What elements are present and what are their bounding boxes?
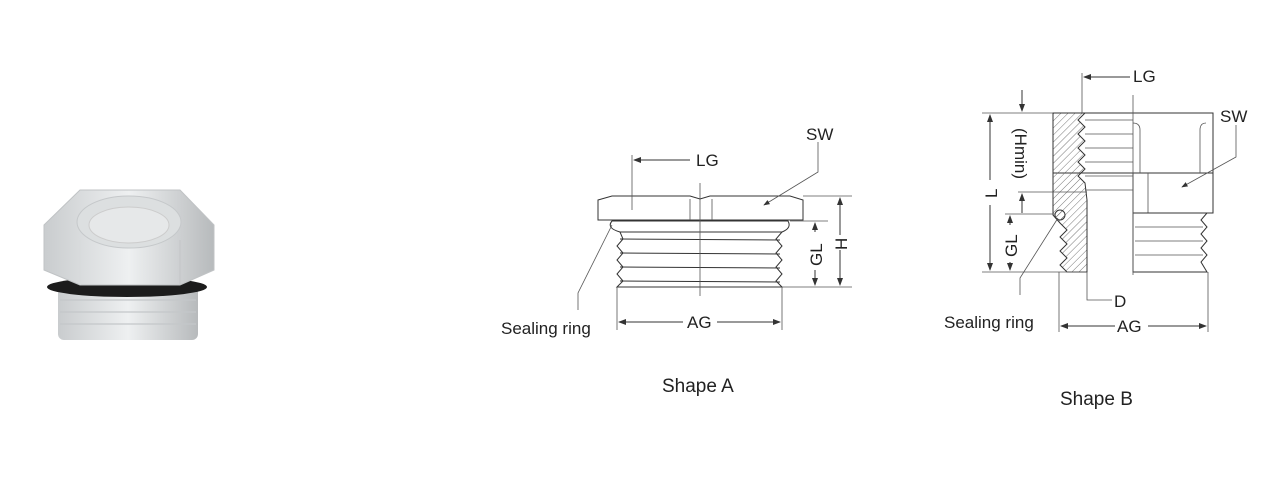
shape-a-sealing-ring-label: Sealing ring (501, 319, 591, 338)
shape-b-l-label: L (982, 189, 1001, 198)
product-photo (43, 189, 215, 340)
shape-a-lg-label: LG (696, 151, 719, 170)
shape-b-d-label: D (1114, 292, 1126, 311)
shape-a-sw-label: SW (806, 125, 833, 144)
shape-b-gl-label: GL (1002, 234, 1021, 257)
shape-b-sw-label: SW (1220, 107, 1247, 126)
sealing-ring-b (1054, 209, 1066, 221)
shape-a-caption: Shape A (662, 376, 734, 397)
shape-a-gl-label: GL (807, 243, 826, 266)
shape-b-lg-label: LG (1133, 67, 1156, 86)
shape-b-caption: Shape B (1060, 389, 1133, 410)
shape-b-ag-label: AG (1117, 317, 1142, 336)
shape-b-hmin-label: (Hmin) (1011, 128, 1030, 179)
shape-b-drawing (982, 73, 1237, 332)
shape-a-h-label: H (832, 238, 851, 250)
shape-a-ag-label: AG (687, 313, 712, 332)
shape-a-drawing (577, 142, 852, 330)
shape-b-sealing-ring-label: Sealing ring (944, 313, 1034, 332)
